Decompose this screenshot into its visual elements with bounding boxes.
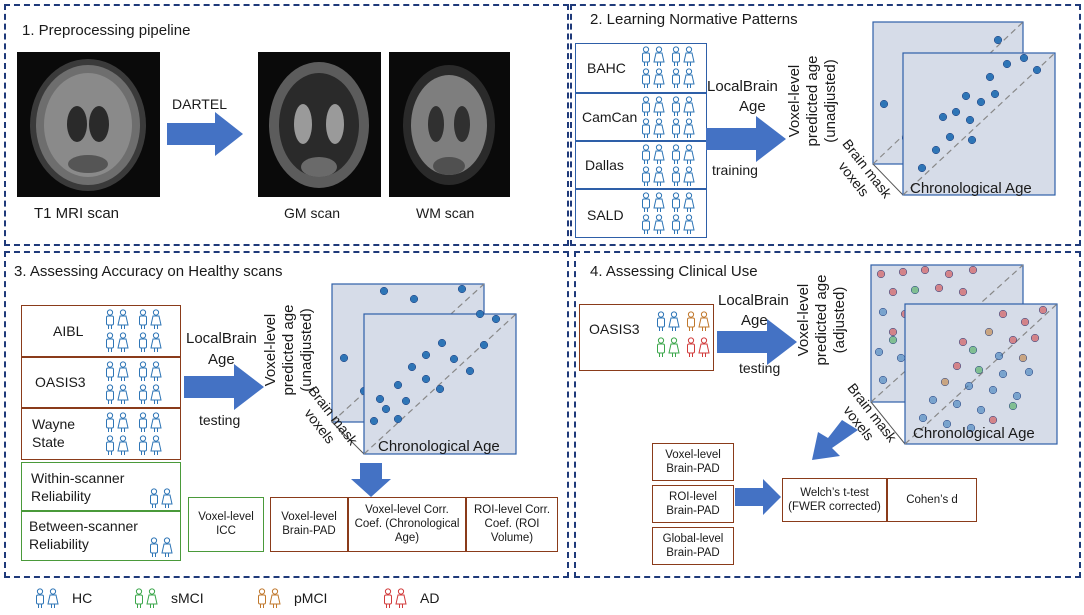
person-icon — [642, 192, 665, 212]
dartel-label: DARTEL — [172, 96, 227, 112]
person-icon — [106, 412, 129, 432]
panel-title: 3. Assessing Accuracy on Healthy scans — [14, 263, 283, 280]
level-box: Global-level Brain-PAD — [652, 527, 734, 565]
person-icon — [672, 214, 695, 234]
effect-box: Cohen’s d — [887, 478, 977, 522]
x-axis-label: Chronological Age — [378, 438, 500, 455]
person-icon — [672, 144, 695, 164]
person-icon — [642, 46, 665, 66]
panel-preprocessing — [4, 4, 569, 246]
person-icon — [139, 332, 162, 352]
icc-box: Voxel-level ICC — [188, 497, 264, 552]
person-icon — [384, 588, 407, 608]
panel-title: 4. Assessing Clinical Use — [590, 263, 758, 280]
person-icon — [672, 68, 695, 88]
person-icon — [687, 311, 710, 331]
level-box: Voxel-level Brain-PAD — [652, 443, 734, 481]
metric-box: ROI-level Corr. Coef. (ROI Volume) — [466, 497, 558, 552]
dataset-box: CamCan — [575, 93, 707, 141]
person-icon — [139, 384, 162, 404]
person-icon — [642, 68, 665, 88]
action-label: testing — [199, 412, 241, 428]
person-icon — [642, 214, 665, 234]
method-label: Age — [741, 312, 768, 329]
arrow-testing — [717, 319, 797, 365]
person-icon — [36, 588, 59, 608]
scatter-plot-healthy — [331, 283, 517, 455]
x-axis-label: Chronological Age — [913, 425, 1035, 442]
panel-normative — [570, 4, 1081, 246]
person-icon — [139, 361, 162, 381]
person-icon — [672, 96, 695, 116]
person-icon — [258, 588, 281, 608]
dataset-box: AIBL — [21, 305, 181, 357]
arrow-testing — [184, 364, 264, 410]
person-icon — [642, 96, 665, 116]
x-axis-label: Chronological Age — [910, 180, 1032, 197]
person-icon — [657, 337, 680, 357]
person-icon — [135, 588, 158, 608]
arrow-dartel — [167, 112, 243, 156]
action-label: testing — [739, 360, 781, 376]
method-label: Age — [208, 351, 235, 368]
person-icon — [106, 435, 129, 455]
person-icon — [106, 384, 129, 404]
person-icon — [150, 488, 173, 508]
arrow-down — [351, 463, 391, 497]
panel-title: 1. Preprocessing pipeline — [22, 22, 191, 39]
wm-label: WM scan — [416, 205, 475, 221]
person-icon — [106, 332, 129, 352]
arrow-test — [735, 479, 781, 515]
method-label: LocalBrain — [718, 292, 789, 309]
arrow-down-left — [812, 420, 858, 460]
scatter-plot-clinical — [870, 264, 1058, 445]
metric-box: Voxel-level Corr. Coef. (Chronological A… — [348, 497, 466, 552]
person-icon — [657, 311, 680, 331]
person-icon — [687, 337, 710, 357]
dataset-box: Dallas — [575, 141, 707, 189]
person-icon — [672, 166, 695, 186]
panel-title: 2. Learning Normative Patterns — [590, 11, 798, 28]
action-label: training — [712, 162, 758, 178]
person-icon — [672, 192, 695, 212]
test-box: Welch’s t-test (FWER corrected) — [782, 478, 887, 522]
person-icon — [106, 309, 129, 329]
wm-scan-image — [389, 52, 510, 197]
t1-mri-image — [17, 52, 160, 197]
gm-label: GM scan — [284, 205, 341, 221]
person-icon — [139, 435, 162, 455]
panel-clinical — [574, 251, 1081, 578]
scatter-plot-normative — [872, 21, 1056, 196]
method-label: LocalBrain — [186, 330, 257, 347]
gm-scan-image — [258, 52, 381, 197]
person-icon — [150, 537, 173, 557]
reliability-box: Within-scanner Reliability — [21, 462, 181, 511]
person-icon — [139, 309, 162, 329]
person-icon — [106, 361, 129, 381]
person-icon — [642, 166, 665, 186]
method-label: Age — [739, 98, 766, 115]
method-label: LocalBrain — [707, 78, 778, 95]
metric-box: Voxel-level Brain-PAD — [270, 497, 348, 552]
person-icon — [672, 46, 695, 66]
arrow-training — [706, 116, 786, 162]
level-box: ROI-level Brain-PAD — [652, 485, 734, 523]
person-icon — [642, 144, 665, 164]
panel-accuracy — [4, 251, 569, 578]
t1-label: T1 MRI scan — [34, 205, 120, 222]
person-icon — [672, 118, 695, 138]
dataset-box: BAHC — [575, 43, 707, 93]
person-icon — [139, 412, 162, 432]
person-icon — [642, 118, 665, 138]
